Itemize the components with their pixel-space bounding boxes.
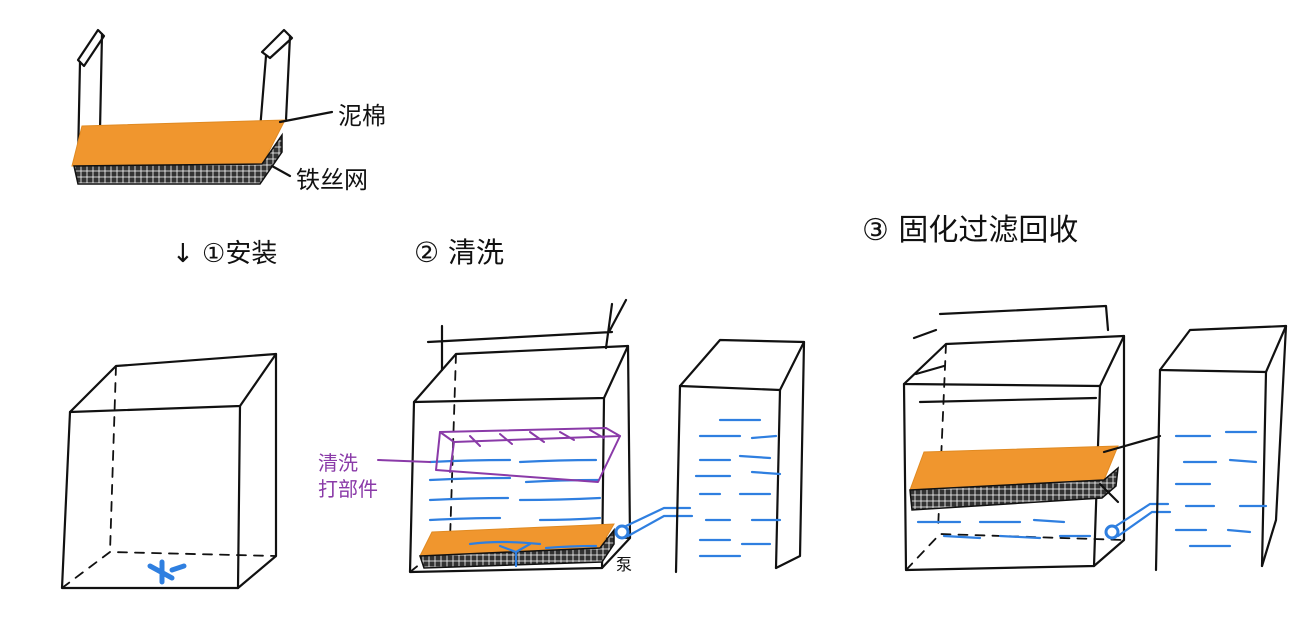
- outlet-label: 泵: [616, 555, 632, 574]
- mesh-label: 铁丝网: [296, 166, 368, 194]
- cleaning-part-label-1: 清洗: [318, 451, 358, 475]
- step1-label: ↓ ①安装: [172, 239, 277, 269]
- step2-label: ② 清洗: [414, 236, 504, 269]
- step1-tank: [60, 352, 278, 590]
- step3-tank: [902, 304, 1172, 572]
- sponge-label: 泥棉: [338, 102, 386, 130]
- mesh-leader: [270, 164, 292, 178]
- basket-illustration: [71, 28, 294, 185]
- cleaning-part: [377, 427, 621, 483]
- cleaning-part-label-2: 打部件: [318, 477, 378, 501]
- drain-icon: [147, 559, 187, 585]
- sponge-leader: [278, 110, 334, 124]
- step3-receiving-tank: [1154, 324, 1288, 572]
- step2-receiving-tank: [674, 338, 806, 574]
- step3-label: ③ 固化过滤回收: [862, 213, 1078, 248]
- step2-tank: [408, 298, 694, 574]
